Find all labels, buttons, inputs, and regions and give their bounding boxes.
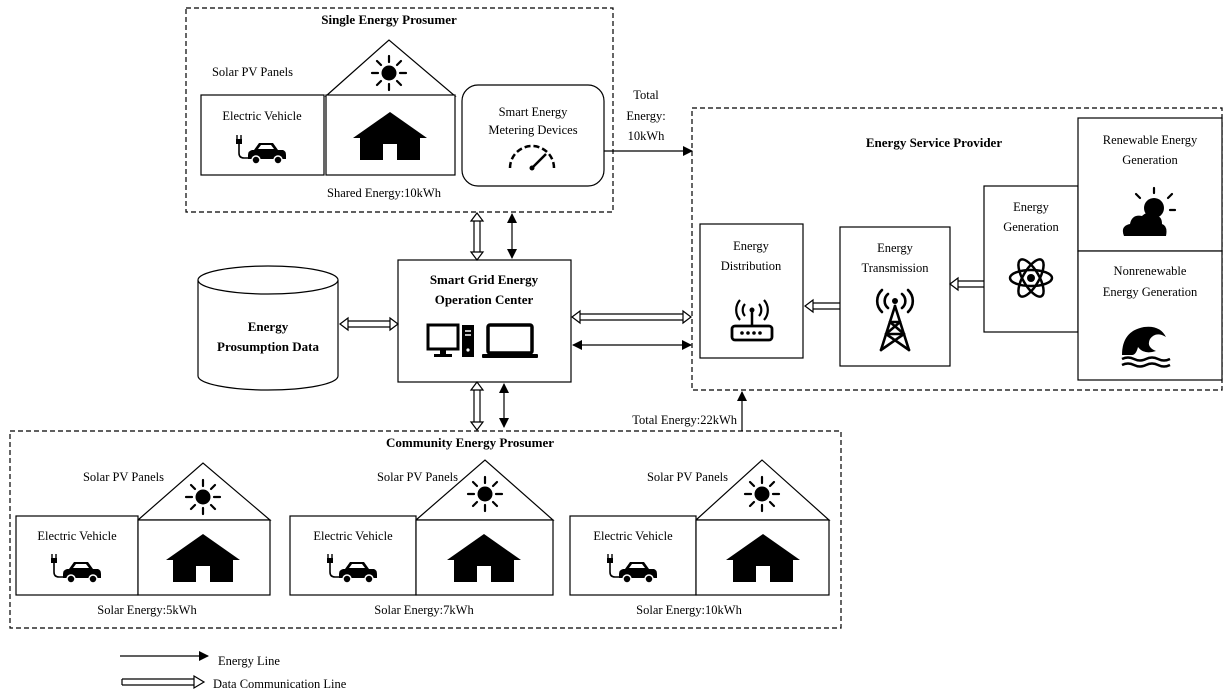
generation-box bbox=[983, 185, 1079, 333]
generation-line2: Generation bbox=[1003, 220, 1059, 234]
total-energy-bottom-label: Total Energy:22kWh bbox=[632, 413, 738, 427]
operation-center-box bbox=[397, 259, 572, 383]
service-provider-title: Energy Service Provider bbox=[866, 135, 1002, 150]
service-provider-group: Energy Service Provider Energy Distribut… bbox=[691, 107, 1223, 391]
generation-line1: Energy bbox=[1013, 200, 1050, 214]
nonrenewable-line1: Nonrenewable bbox=[1114, 264, 1187, 278]
distribution-line1: Energy bbox=[733, 239, 770, 253]
database-cylinder bbox=[197, 265, 339, 391]
solar-energy-label: Solar Energy:10kWh bbox=[636, 603, 742, 617]
community-house-1: Solar PV Panels Electric Vehicle Solar E… bbox=[15, 462, 272, 617]
sun-icon bbox=[370, 54, 408, 92]
distribution-line2: Distribution bbox=[721, 259, 782, 273]
data-line-single-prosumer-center bbox=[469, 212, 485, 261]
single-prosumer-frame bbox=[185, 7, 614, 213]
database-line2: Prosumption Data bbox=[217, 339, 319, 354]
single-prosumer-title: Single Energy Prosumer bbox=[321, 12, 457, 27]
solar-label: Solar PV Panels bbox=[83, 470, 164, 484]
database-line1: Energy bbox=[248, 319, 289, 334]
legend: Energy Line Data Communication Line bbox=[120, 651, 347, 691]
single-prosumer-group: Single Energy Prosumer Solar PV Panels E… bbox=[185, 7, 614, 213]
ev-label: Electric Vehicle bbox=[593, 529, 673, 543]
renewable-line2: Generation bbox=[1122, 153, 1178, 167]
meter-box bbox=[461, 84, 605, 187]
distribution-box bbox=[699, 223, 804, 359]
ev-box bbox=[15, 515, 139, 596]
solar-label: Solar PV Panels bbox=[212, 65, 293, 79]
legend-energy-line-label: Energy Line bbox=[218, 654, 280, 668]
solar-energy-label: Solar Energy:7kWh bbox=[374, 603, 474, 617]
legend-data-line-label: Data Communication Line bbox=[213, 677, 347, 691]
data-line-center-community bbox=[469, 381, 485, 431]
nonrenewable-line2: Energy Generation bbox=[1103, 285, 1198, 299]
operation-center-line2: Operation Center bbox=[435, 292, 534, 307]
sun-icon bbox=[184, 478, 222, 516]
community-title: Community Energy Prosumer bbox=[386, 435, 554, 450]
community-frame bbox=[9, 430, 842, 629]
total-energy-top-line2: Energy: bbox=[626, 109, 665, 123]
shared-energy-label: Shared Energy:10kWh bbox=[327, 186, 442, 200]
ev-box bbox=[569, 515, 697, 596]
ev-label: Electric Vehicle bbox=[37, 529, 117, 543]
renewable-line1: Renewable Energy bbox=[1103, 133, 1198, 147]
transmission-line1: Energy bbox=[877, 241, 914, 255]
sun-icon bbox=[466, 475, 504, 513]
total-energy-top-line1: Total bbox=[633, 88, 659, 102]
data-arrow-generation-to-transmission bbox=[949, 276, 984, 292]
community-house-2: Solar PV Panels Electric Vehicle Solar E… bbox=[289, 459, 555, 617]
ev-box bbox=[289, 515, 417, 596]
ev-label: Electric Vehicle bbox=[313, 529, 393, 543]
data-arrow-transmission-to-distribution bbox=[804, 298, 840, 314]
data-line-database-center bbox=[339, 316, 399, 332]
solar-label: Solar PV Panels bbox=[647, 470, 728, 484]
solar-energy-label: Solar Energy:5kWh bbox=[97, 603, 197, 617]
sun-icon bbox=[743, 475, 781, 513]
meter-line2: Metering Devices bbox=[488, 123, 577, 137]
community-prosumer-group: Community Energy Prosumer Solar PV Panel… bbox=[9, 430, 842, 629]
operation-center-line1: Smart Grid Energy bbox=[430, 272, 539, 287]
transmission-box bbox=[839, 226, 951, 367]
transmission-line2: Transmission bbox=[862, 261, 930, 275]
ev-label: Electric Vehicle bbox=[222, 109, 302, 123]
service-provider-frame bbox=[691, 107, 1223, 391]
solar-label: Solar PV Panels bbox=[377, 470, 458, 484]
data-line-center-provider bbox=[571, 309, 692, 325]
total-energy-top-line3: 10kWh bbox=[628, 129, 666, 143]
ev-box bbox=[200, 94, 325, 176]
community-house-3: Solar PV Panels Electric Vehicle Solar E… bbox=[569, 459, 831, 617]
meter-line1: Smart Energy bbox=[499, 105, 569, 119]
legend-data-line-sample bbox=[121, 674, 206, 690]
